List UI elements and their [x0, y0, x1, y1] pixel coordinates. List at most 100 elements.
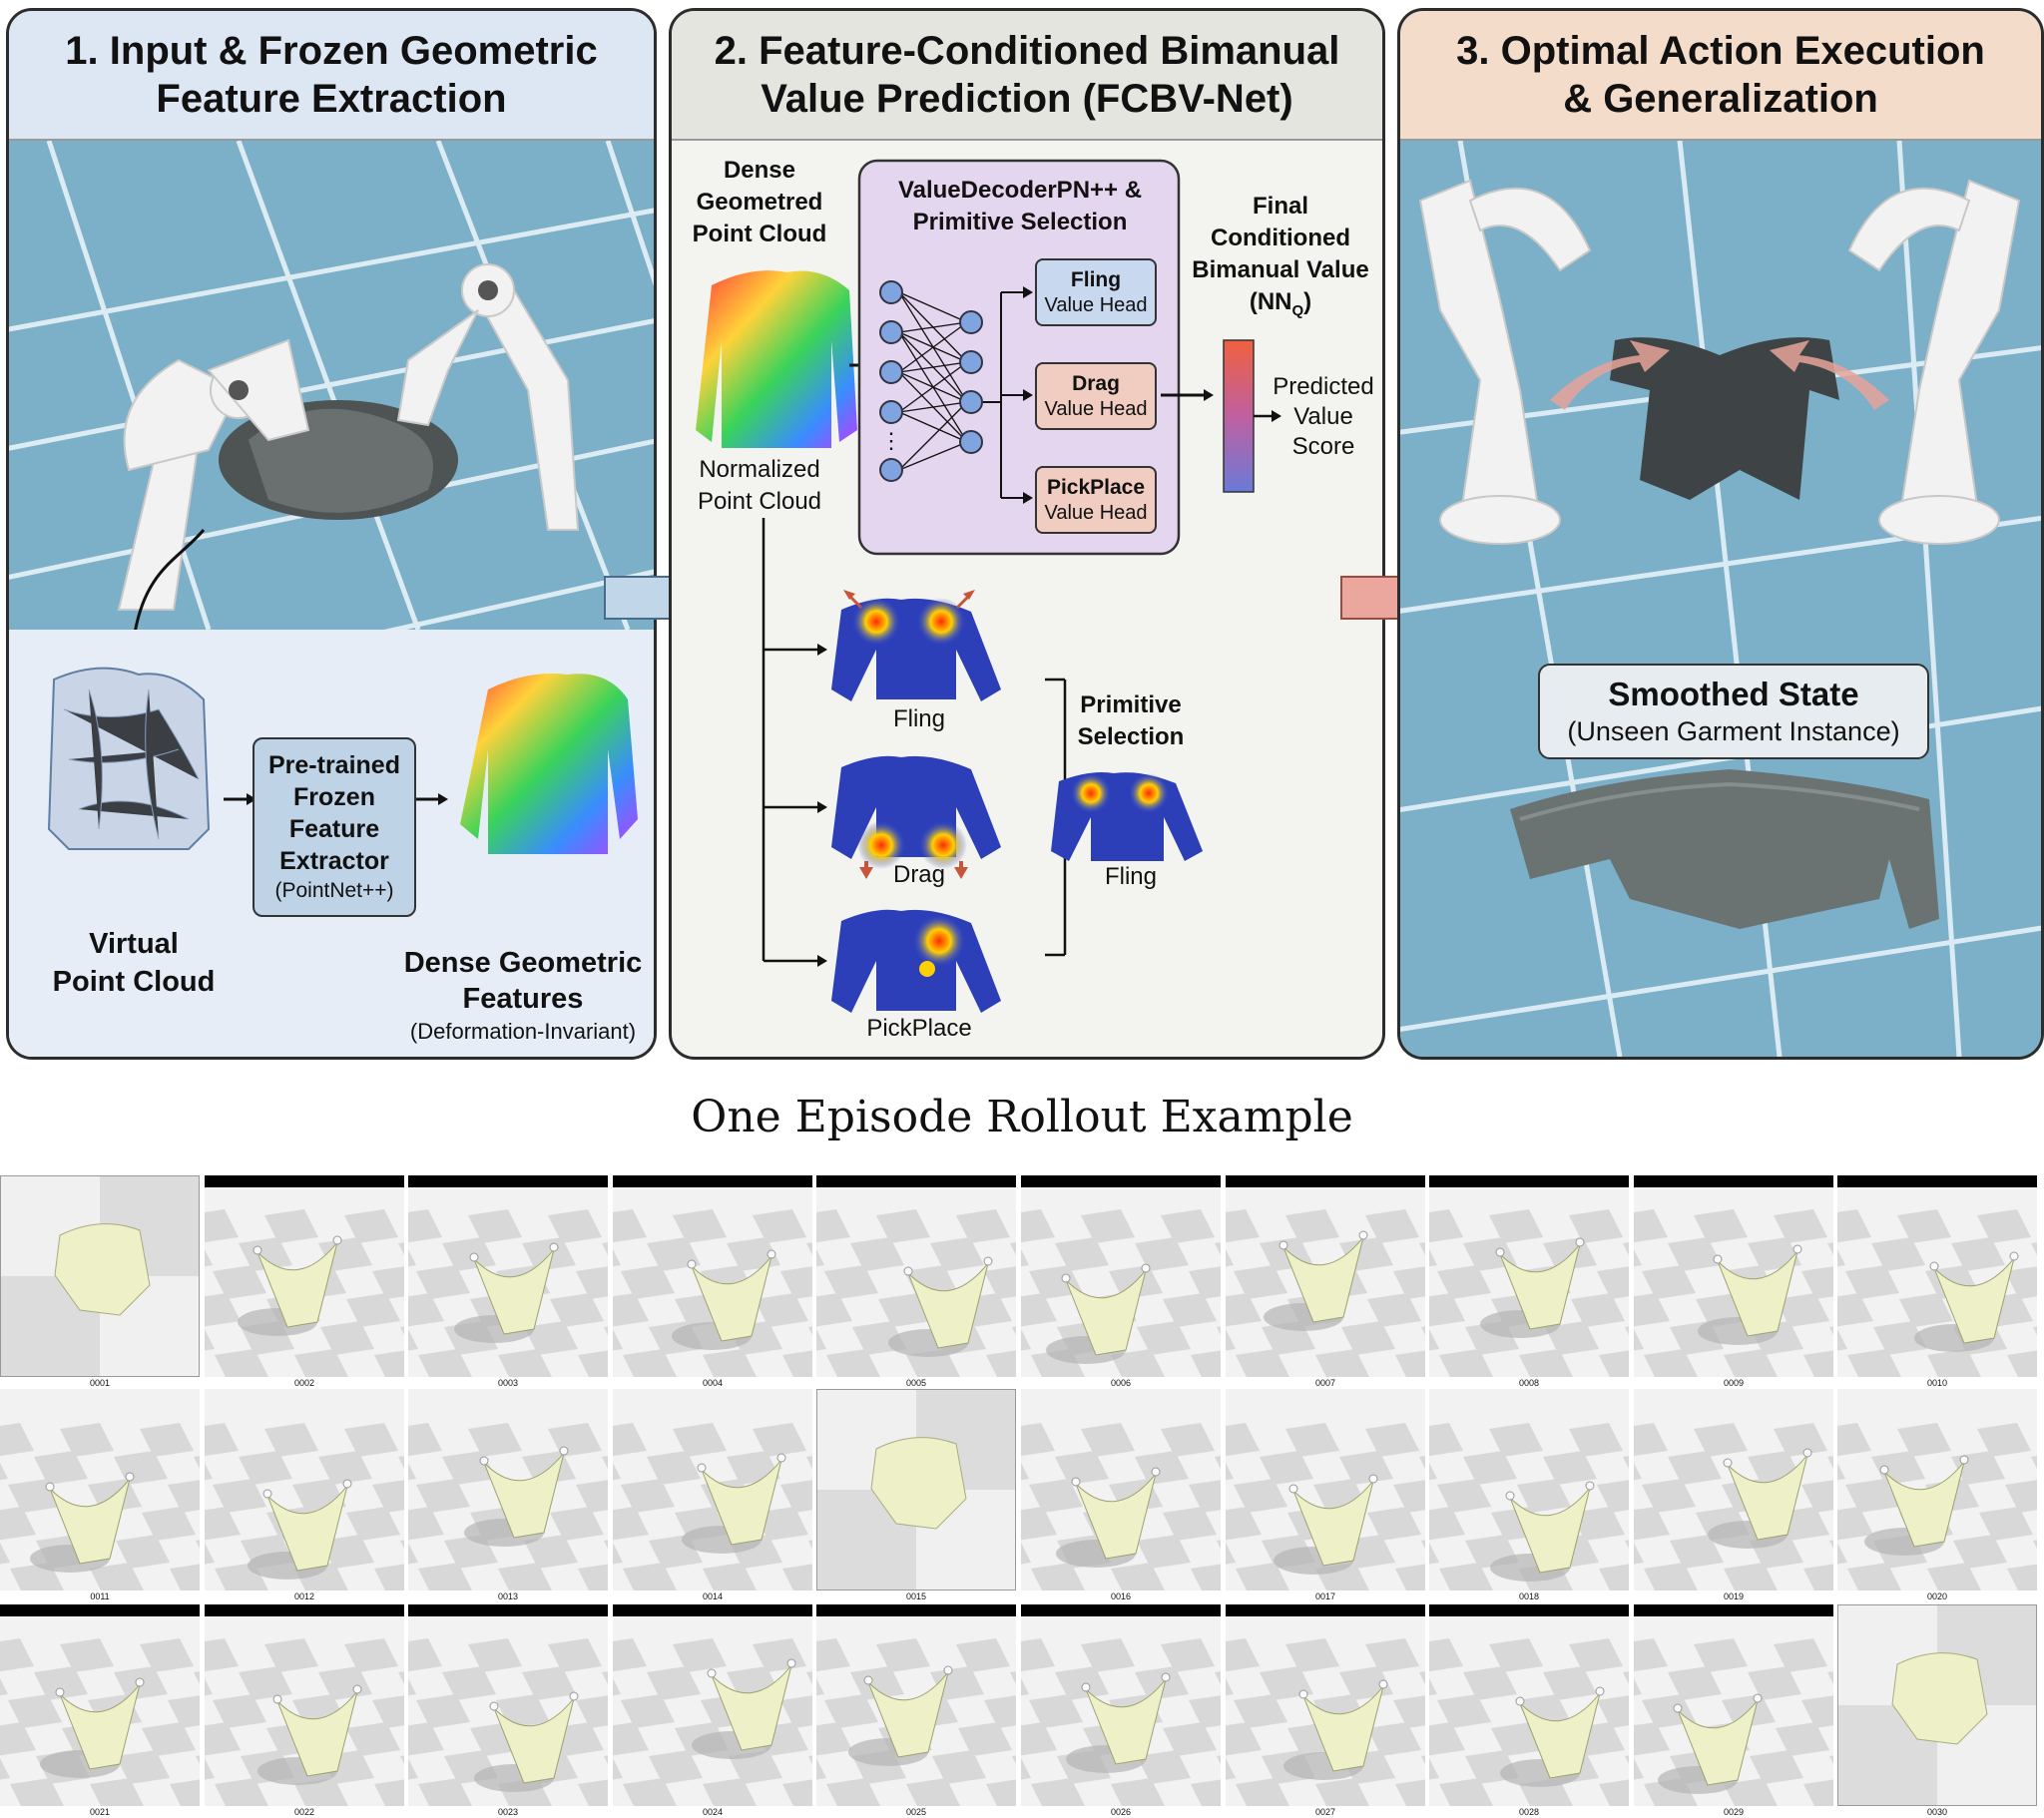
panel3-title-line1: 3. Optimal Action Execution	[1456, 29, 1985, 73]
frame-number: 0028	[1518, 1807, 1540, 1817]
svg-text:⋮: ⋮	[880, 428, 902, 453]
panel2-title-line1: 2. Feature-Conditioned Bimanual	[714, 29, 1340, 73]
fling-head-name: Fling	[1070, 268, 1122, 291]
rollout-frame	[1226, 1604, 1425, 1806]
smoothed-state-box: Smoothed State (Unseen Garment Instance)	[1538, 664, 1929, 759]
rollout-frame	[1021, 1604, 1221, 1806]
panel1-title: 1. Input & Frozen Geometric Feature Extr…	[9, 11, 654, 141]
drag-head-sub: Value Head	[1044, 398, 1148, 420]
rollout-frame	[408, 1604, 608, 1806]
frame-number: 0030	[1926, 1807, 1948, 1817]
pickplace-head-sub: Value Head	[1044, 502, 1148, 524]
final-line4: (NNQ)	[1249, 288, 1312, 319]
drag-value-head: Drag Value Head	[1035, 362, 1157, 430]
rollout-frame	[205, 1175, 404, 1377]
smoothed-state-sub: (Unseen Garment Instance)	[1567, 716, 1900, 746]
frame-number: 0025	[905, 1807, 927, 1817]
final-line1: Final	[1252, 193, 1308, 220]
frame-number: 0014	[702, 1591, 724, 1601]
frame-number: 0013	[497, 1591, 519, 1601]
selection-line2: Selection	[1077, 723, 1185, 750]
frame-number: 0003	[497, 1378, 519, 1388]
frame-number: 0010	[1926, 1378, 1948, 1388]
frame-number: 0006	[1110, 1378, 1132, 1388]
frame-number: 0020	[1926, 1591, 1948, 1601]
p2-dense-line1: Dense	[723, 157, 796, 184]
virtual-line2: Point Cloud	[52, 966, 216, 998]
primitive-selection-label: Primitive Selection	[1051, 689, 1211, 753]
panel1-title-line1: 1. Input & Frozen Geometric	[65, 29, 598, 73]
frame-number: 0007	[1314, 1378, 1336, 1388]
pred-line3: Score	[1291, 433, 1355, 460]
rollout-frame	[613, 1175, 812, 1377]
frame-number: 0001	[89, 1378, 111, 1388]
frame-number: 0016	[1110, 1591, 1132, 1601]
rollout-frame	[1634, 1389, 1833, 1591]
rollout-frame	[0, 1389, 200, 1591]
frame-number: 0008	[1518, 1378, 1540, 1388]
selected-primitive-label: Fling	[1104, 863, 1158, 890]
frame-number: 0024	[702, 1807, 724, 1817]
rollout-frame	[1429, 1604, 1629, 1806]
panel1-title-line2: Feature Extraction	[156, 77, 507, 121]
panel-fcbv-net: 2. Feature-Conditioned Bimanual Value Pr…	[669, 8, 1385, 1060]
rollout-frame	[613, 1604, 812, 1806]
rollout-frame	[816, 1389, 1016, 1591]
final-line2: Conditioned	[1211, 225, 1350, 251]
rollout-frame	[1226, 1175, 1425, 1377]
fcbv-diagram: ⋮	[696, 159, 1281, 1013]
selection-line1: Primitive	[1080, 691, 1182, 718]
frame-number: 0017	[1314, 1591, 1336, 1601]
rollout-frame	[1837, 1175, 2037, 1377]
rollout-title: One Episode Rollout Example	[691, 1092, 1353, 1142]
p2-dense-line2: Geometred	[696, 189, 823, 216]
panel3-title-line2: & Generalization	[1563, 77, 1878, 121]
pickplace-value-head: PickPlace Value Head	[1035, 466, 1157, 534]
extraction-pipeline: Pre-trained Frozen Feature Extractor (Po…	[9, 630, 654, 1057]
frame-number: 0029	[1723, 1807, 1745, 1817]
frame-number: 0027	[1314, 1807, 1336, 1817]
normalized-line2: Point Cloud	[697, 488, 822, 515]
execution-scene-image	[1400, 140, 2041, 1057]
dense-geometric-features-label: Dense Geometric Features (Deformation-In…	[394, 945, 652, 1047]
frame-number: 0018	[1518, 1591, 1540, 1601]
dense-line2: Features	[462, 983, 584, 1015]
normalized-point-cloud-label: Normalized Point Cloud	[682, 454, 837, 518]
rollout-frame	[408, 1389, 608, 1591]
frame-number: 0021	[89, 1807, 111, 1817]
frame-number: 0023	[497, 1807, 519, 1817]
rollout-frame	[1021, 1175, 1221, 1377]
frame-number: 0015	[905, 1591, 927, 1601]
feature-extractor-box: Pre-trained Frozen Feature Extractor (Po…	[253, 737, 416, 917]
virtual-point-cloud-label: Virtual Point Cloud	[29, 925, 239, 1001]
frame-number: 0009	[1723, 1378, 1745, 1388]
frame-number: 0012	[293, 1591, 315, 1601]
frame-number: 0019	[1723, 1591, 1745, 1601]
frame-number: 0026	[1110, 1807, 1132, 1817]
decoder-title: ValueDecoderPN++ & Primitive Selection	[861, 175, 1179, 238]
dense-line1: Dense Geometric	[403, 947, 643, 979]
pred-line2: Value	[1293, 403, 1353, 430]
frame-number: 0011	[90, 1591, 110, 1601]
panel2-title: 2. Feature-Conditioned Bimanual Value Pr…	[672, 11, 1382, 141]
extractor-sub: (PointNet++)	[274, 879, 394, 902]
panel3-title: 3. Optimal Action Execution & Generaliza…	[1400, 11, 2041, 141]
extractor-line4: Extractor	[279, 847, 389, 875]
fling-value-head: Fling Value Head	[1035, 258, 1157, 326]
extractor-line3: Feature	[288, 815, 380, 843]
p2-dense-line3: Point Cloud	[692, 221, 827, 247]
virtual-line1: Virtual	[89, 928, 179, 960]
robot-scene-image	[9, 140, 654, 719]
rollout-frame	[408, 1175, 608, 1377]
decoder-line2: Primitive Selection	[912, 209, 1128, 235]
decoder-line1: ValueDecoderPN++ &	[897, 177, 1143, 204]
rollout-frame	[816, 1175, 1016, 1377]
dense-sub: (Deformation-Invariant)	[409, 1019, 637, 1044]
panel-input-feature-extraction: 1. Input & Frozen Geometric Feature Extr…	[6, 8, 657, 1060]
predicted-value-score-label: Predicted Value Score	[1271, 372, 1376, 462]
pred-line1: Predicted	[1273, 373, 1374, 400]
map-label-pickplace: PickPlace	[866, 1015, 972, 1042]
fling-head-sub: Value Head	[1044, 294, 1148, 316]
map-label-drag: Drag	[892, 861, 946, 888]
rollout-frame	[205, 1389, 404, 1591]
